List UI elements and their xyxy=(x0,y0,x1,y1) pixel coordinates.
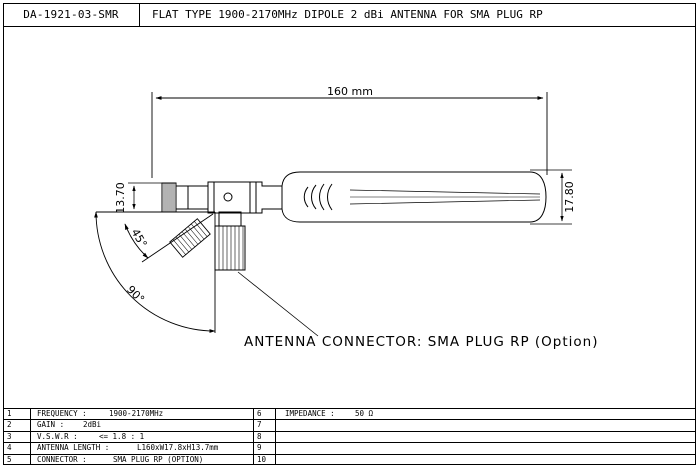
tilted-connector xyxy=(169,218,211,258)
spec-num: 10 xyxy=(257,454,267,464)
spec-value: 2dBi xyxy=(83,420,102,430)
spec-row: 4 ANTENNA LENGTH : L160xW17.8xH13.7mm 9 xyxy=(3,443,696,455)
sma-connector xyxy=(214,211,246,271)
right-height-dimension: 17.80 xyxy=(530,169,576,225)
spec-label: IMPEDANCE : xyxy=(285,409,335,418)
angle-90-label: 90° xyxy=(124,283,147,306)
left-height-dimension: 13.70 xyxy=(114,182,162,214)
spec-label: GAIN : xyxy=(37,420,65,430)
length-dimension: 160 mm xyxy=(151,85,548,178)
spec-row: 1 FREQUENCY : 1900-2170MHz 6 IMPEDANCE :… xyxy=(3,409,696,421)
spec-value: L160xW17.8xH13.7mm xyxy=(137,443,219,453)
spec-label: CONNECTOR : xyxy=(37,454,87,464)
spec-label: FREQUENCY : xyxy=(37,409,87,418)
antenna-body xyxy=(161,171,547,223)
drawing-title: FLAT TYPE 1900-2170MHz DIPOLE 2 dBi ANTE… xyxy=(140,3,696,27)
spec-value: 1900-2170MHz xyxy=(109,409,164,418)
spec-row: 5 CONNECTOR : SMA PLUG RP (OPTION) 10 xyxy=(3,455,696,466)
spec-num: 5 xyxy=(7,454,12,464)
spec-value: <= 1.8 : 1 xyxy=(99,431,145,441)
spec-num: 6 xyxy=(257,409,262,418)
spec-row: 3 V.S.W.R : <= 1.8 : 1 8 xyxy=(3,431,696,444)
angle-45-label: 45° xyxy=(129,227,150,250)
left-height-label: 13.70 xyxy=(114,182,127,214)
part-number: DA-1921-03-SMR xyxy=(3,3,140,27)
spec-num: 3 xyxy=(7,431,12,441)
spec-row: 2 GAIN : 2dBi 7 xyxy=(3,420,696,432)
right-height-label: 17.80 xyxy=(563,181,576,213)
spec-num: 8 xyxy=(257,431,262,441)
spec-num: 7 xyxy=(257,420,262,430)
connector-label: ANTENNA CONNECTOR: SMA PLUG RP (Option) xyxy=(244,334,598,350)
spec-num: 1 xyxy=(7,409,12,418)
spec-num: 9 xyxy=(257,443,262,453)
drawing-frame xyxy=(3,3,696,465)
spec-label: V.S.W.R : xyxy=(37,431,78,441)
rotation-angles xyxy=(94,211,216,333)
spec-num: 4 xyxy=(7,443,12,453)
spec-num: 2 xyxy=(7,420,12,430)
length-dim-label: 160 mm xyxy=(327,85,373,98)
connector-leader xyxy=(237,271,319,337)
spec-table: 1 FREQUENCY : 1900-2170MHz 6 IMPEDANCE :… xyxy=(3,408,696,465)
spec-value: 50 Ω xyxy=(355,409,374,418)
spec-value: SMA PLUG RP (OPTION) xyxy=(113,454,204,464)
spec-label: ANTENNA LENGTH : xyxy=(37,443,110,453)
